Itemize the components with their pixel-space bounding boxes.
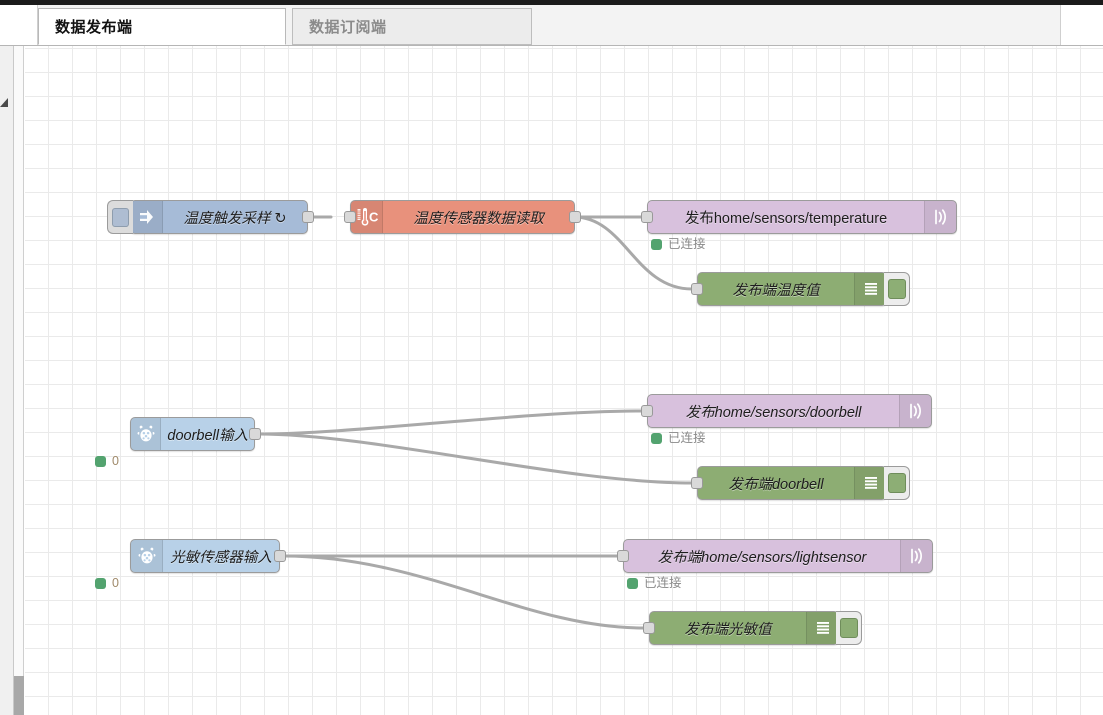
port-in-debug-lightsensor[interactable] [643,622,655,634]
status-mqtt-temperature-text: 已连接 [668,237,706,251]
mqtt-signal-icon [924,201,956,233]
node-inject-temperature-label: 温度触发采样 ↻ [183,210,287,227]
status-dot-icon [627,577,638,589]
node-temperature-sensor-label: 温度传感器数据读取 [413,210,544,227]
node-mqtt-lightsensor[interactable]: 发布端home/sensors/lightsensor [617,539,933,573]
node-mqtt-doorbell-label: 发布home/sensors/doorbell [685,404,862,421]
node-rpi-doorbell[interactable]: doorbell输入 [130,417,261,451]
thermometer-celsius-icon: C [351,201,383,233]
status-mqtt-doorbell-text: 已连接 [668,431,706,445]
palette-collapsed-gutter[interactable] [0,46,14,715]
node-mqtt-temperature-label: 发布home/sensors/temperature [684,210,888,227]
mqtt-signal-icon [900,540,932,572]
node-inject-temperature[interactable]: 温度触发采样 ↻ [107,200,314,234]
node-mqtt-lightsensor-label: 发布端home/sensors/lightsensor [657,549,867,566]
debug-toggle-glyph [887,279,906,299]
wire-doorbell-to-debug [256,432,694,485]
inject-arrow-icon [131,201,163,233]
debug-lines-icon [854,273,886,305]
tab-publisher-label: 数据发布端 [55,19,133,36]
flow-tab-bar: 数据发布端 数据订阅端 [0,5,1103,46]
status-mqtt-lightsensor-text: 已连接 [644,576,682,590]
wire-lightsensor-to-debug [281,554,646,630]
raspberry-pi-icon [131,418,162,450]
port-out-rpi-doorbell[interactable] [249,428,261,440]
port-in-mqtt-temperature[interactable] [641,211,653,223]
debug-toggle-button-doorbell[interactable] [884,466,910,500]
status-mqtt-doorbell: 已连接 [651,432,706,445]
debug-toggle-glyph [887,473,906,493]
port-in-mqtt-doorbell[interactable] [641,405,653,417]
tab-subscriber-flow[interactable]: 数据订阅端 [292,8,532,45]
node-temperature-sensor[interactable]: C 温度传感器数据读取 [344,200,581,234]
debug-toggle-button-lightsensor[interactable] [836,611,862,645]
port-in-mqtt-lightsensor[interactable] [617,550,629,562]
port-in-debug-temperature[interactable] [691,283,703,295]
node-debug-doorbell[interactable]: 发布端doorbell [691,466,910,500]
status-rpi-doorbell: 0 [95,455,119,468]
status-dot-icon [95,455,106,467]
wire-doorbell-to-mqtt [256,409,644,436]
debug-toggle-button-temperature[interactable] [884,272,910,306]
port-out-inject-temperature[interactable] [302,211,314,223]
node-rpi-doorbell-label: doorbell输入 [167,427,248,444]
tab-publisher-flow[interactable]: 数据发布端 [38,8,286,45]
node-debug-lightsensor-label: 发布端光敏值 [684,621,772,638]
status-mqtt-lightsensor: 已连接 [627,577,682,590]
debug-lines-icon [806,612,838,644]
tab-subscriber-label: 数据订阅端 [309,19,387,36]
debug-lines-icon [854,467,886,499]
status-dot-icon [651,432,662,444]
node-debug-lightsensor[interactable]: 发布端光敏值 [643,611,862,645]
node-debug-temperature[interactable]: 发布端温度值 [691,272,910,306]
status-rpi-doorbell-text: 0 [112,454,119,468]
node-rpi-lightsensor-label: 光敏传感器输入 [170,549,272,566]
tab-bar-right-cap[interactable] [1060,5,1103,45]
debug-toggle-glyph [839,618,858,638]
status-dot-icon [95,577,106,589]
node-debug-doorbell-label: 发布端doorbell [728,476,824,493]
mqtt-signal-icon [899,395,931,427]
canvas-vertical-scrollbar[interactable] [14,46,24,715]
port-out-rpi-lightsensor[interactable] [274,550,286,562]
inject-button-glyph [112,207,129,227]
canvas-vertical-scrollbar-thumb[interactable] [14,676,24,715]
inject-trigger-button[interactable] [107,200,133,234]
status-rpi-lightsensor: 0 [95,577,119,590]
svg-text:C: C [369,210,378,225]
node-mqtt-temperature[interactable]: 发布home/sensors/temperature [641,200,957,234]
raspberry-pi-icon [131,540,163,572]
node-debug-temperature-label: 发布端温度值 [732,282,820,299]
status-rpi-lightsensor-text: 0 [112,576,119,590]
port-out-temperature-sensor[interactable] [569,211,581,223]
flow-canvas[interactable]: 温度触发采样 ↻ C 温度传感器数据读 [25,46,1103,715]
port-in-debug-doorbell[interactable] [691,477,703,489]
wire-layer [256,215,694,630]
node-mqtt-doorbell[interactable]: 发布home/sensors/doorbell [641,394,932,428]
port-in-temperature-sensor[interactable] [344,211,356,223]
palette-expand-triangle-icon[interactable] [0,98,8,107]
node-rpi-lightsensor[interactable]: 光敏传感器输入 [130,539,286,573]
status-mqtt-temperature: 已连接 [651,238,706,251]
window-top-strip [0,0,1103,5]
tab-bar-left-cap [0,5,38,45]
status-dot-icon [651,238,662,250]
